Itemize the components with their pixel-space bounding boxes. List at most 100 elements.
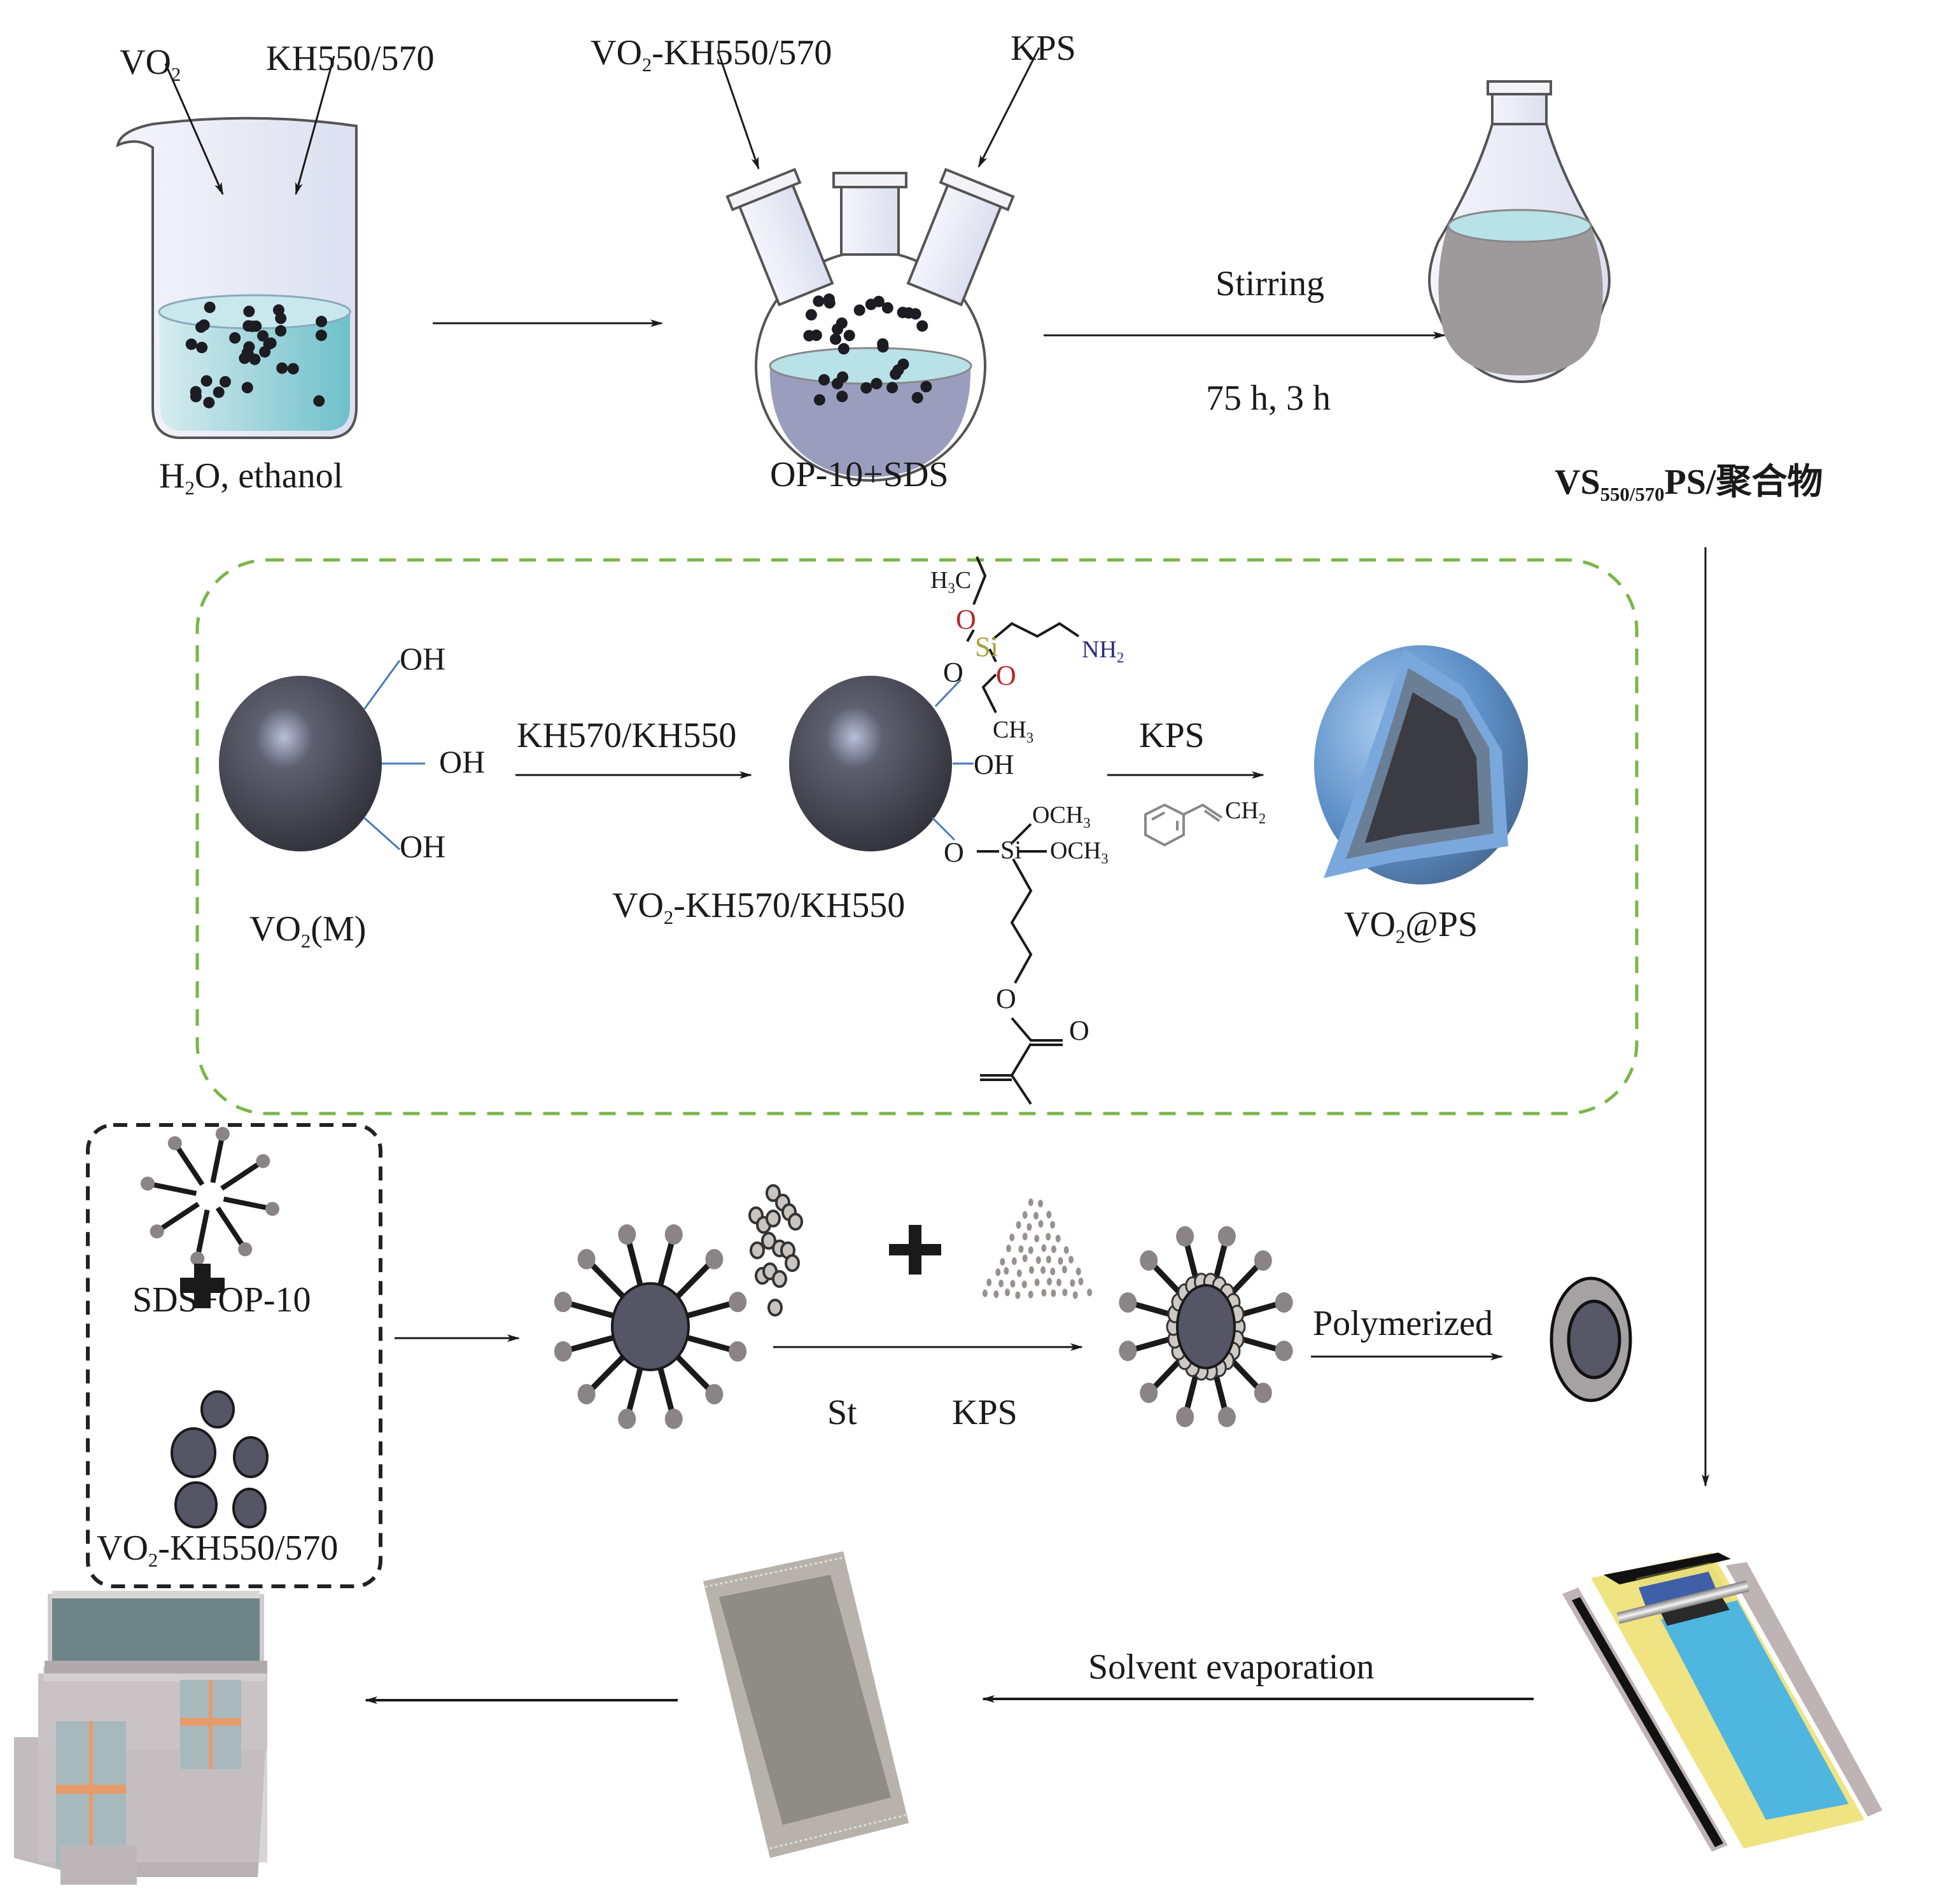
vo2-dot (275, 325, 287, 337)
styrene-monomer (766, 1184, 781, 1202)
kps-dot (1063, 1246, 1069, 1254)
vo2-dot (831, 377, 843, 389)
vo2-dot (813, 295, 825, 307)
kps-dot (1075, 1268, 1081, 1276)
kps-dot (1016, 1221, 1021, 1229)
kps-dot (1028, 1290, 1033, 1299)
micelle-head (1217, 1406, 1236, 1427)
oh-group-bottom: OH (400, 828, 446, 864)
vo2-dot (865, 298, 877, 311)
styrene-monomer (785, 1254, 800, 1272)
surfactant-tail (153, 1182, 197, 1196)
micelle-head (1140, 1382, 1158, 1403)
vo2-dot (886, 382, 899, 394)
vo2-dot (903, 307, 915, 319)
surfactant-head (256, 1154, 270, 1168)
kps-dot (1051, 1245, 1056, 1254)
vo2-dot (920, 381, 932, 393)
vo2-dot (823, 293, 835, 305)
kps-dot (993, 1290, 999, 1299)
kps-dot (1061, 1266, 1067, 1274)
vo2-dot (265, 337, 277, 349)
surfactant-tail (210, 1139, 224, 1184)
kh550-bonds (966, 556, 1080, 713)
kps-dot (1070, 1279, 1075, 1287)
stirring-label: Stirring (1215, 264, 1325, 304)
flask-input-arrow-left (717, 50, 760, 170)
micelle-head (577, 1248, 596, 1269)
vo2-dot (257, 330, 269, 342)
modified-oh-group: OH (974, 749, 1014, 780)
kps-dots (982, 1198, 1093, 1299)
micelle-head (664, 1224, 683, 1245)
oh-group-top: OH (400, 641, 446, 676)
kps-dot (995, 1268, 1001, 1276)
solvent-evaporation-label: Solvent evaporation (1088, 1647, 1375, 1687)
kps-dot (1041, 1244, 1047, 1252)
kps-dot (1015, 1291, 1021, 1299)
vo2-dot (219, 376, 231, 388)
kps-dot (982, 1289, 988, 1297)
surfactant-head (238, 1242, 253, 1257)
vo2-dot (813, 394, 825, 406)
kps-dot (1018, 1245, 1024, 1254)
vo2-dot (315, 329, 327, 341)
vo2-dot (830, 333, 842, 345)
vo2-input-arrow (164, 63, 224, 195)
micelle-head (705, 1248, 724, 1269)
kps-dot (1009, 1233, 1015, 1241)
kh550-oxygen-top: O (956, 604, 976, 635)
vo2-dot (198, 319, 210, 331)
silane-arrow-label: KH570/KH550 (517, 716, 737, 755)
surfactant-tail (160, 1201, 200, 1231)
kps-dot (1035, 1256, 1041, 1264)
core-shell-particle-icon (1550, 1276, 1632, 1402)
carbonyl-oxygen: O (1069, 1015, 1089, 1046)
flask-input-label-right: KPS (1011, 29, 1076, 68)
kps-dot (1046, 1210, 1052, 1219)
vo2-dot (853, 304, 865, 316)
micelle-core (1176, 1284, 1236, 1369)
micelle-head (1217, 1226, 1236, 1247)
styrene-ch2-label: CH2 (1225, 797, 1266, 827)
surfactant-head (140, 1177, 155, 1191)
surfactant-head (150, 1224, 164, 1239)
flask-input-arrow-right (977, 47, 1040, 168)
kps-dot (1026, 1223, 1032, 1231)
erlenmeyer-caption: VS550/570PS/聚合物 (1555, 463, 1823, 505)
surfactant-head (190, 1252, 205, 1266)
ester-oxygen: O (996, 983, 1016, 1014)
vo2-dot (185, 338, 197, 350)
micelle-head (1176, 1226, 1194, 1247)
kps-dot (1038, 1199, 1044, 1208)
three-neck-flask-illustration (725, 167, 1015, 482)
beaker-illustration (116, 116, 358, 439)
surfactant-tail (215, 1206, 244, 1246)
micelle-head (618, 1224, 636, 1245)
film-coater-illustration (1562, 1553, 1882, 1852)
styrene-monomer (767, 1299, 783, 1317)
vo2-dot (836, 391, 848, 403)
vo2-dot (287, 363, 299, 375)
oh-group-middle: OH (439, 744, 486, 779)
kps-dot (1046, 1255, 1051, 1264)
kps-dot (1016, 1269, 1022, 1277)
kps-dot (1056, 1278, 1062, 1287)
vo2-dot (190, 391, 202, 403)
kps-dot (1051, 1289, 1056, 1297)
vo2-dot (204, 302, 216, 314)
kps-dot (1028, 1266, 1034, 1274)
vo2-dot (892, 364, 904, 376)
mechanism-box-border (195, 558, 1639, 1115)
micelle-head (1119, 1292, 1137, 1313)
kps-dot (1078, 1277, 1084, 1285)
och3-label-a: OCH3 (1032, 802, 1091, 831)
micelle-head (618, 1408, 636, 1429)
polymerized-label: Polymerized (1313, 1304, 1494, 1343)
vo2-dot (916, 320, 928, 332)
flask-input-label-left: VO2-KH550/570 (591, 33, 832, 76)
ch3-label: CH3 (993, 716, 1034, 746)
micelle-head (729, 1341, 747, 1362)
kps-dot (1028, 1198, 1033, 1206)
